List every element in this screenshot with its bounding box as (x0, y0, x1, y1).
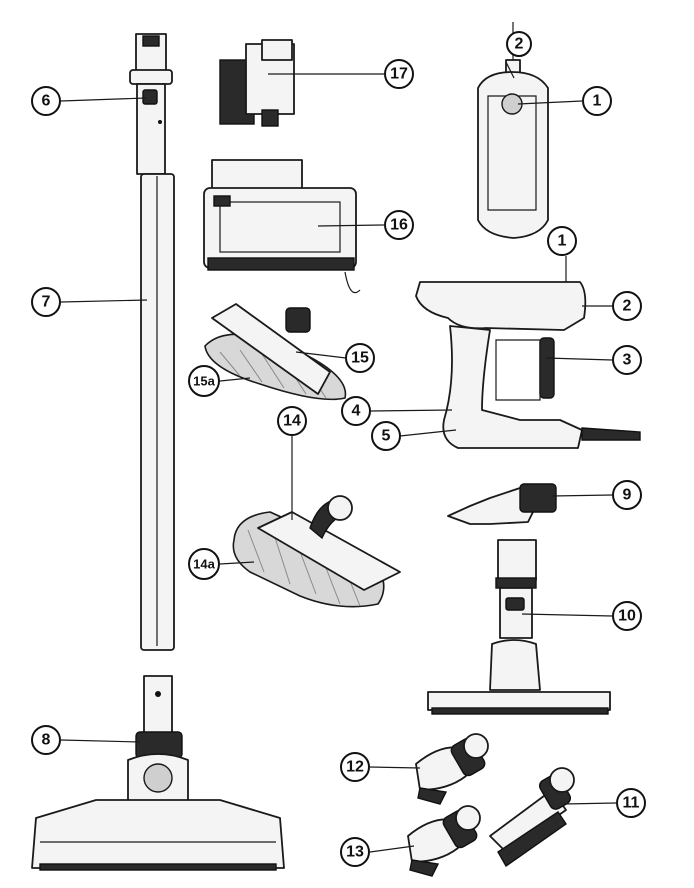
svg-text:11: 11 (623, 795, 640, 812)
svg-text:9: 9 (623, 487, 632, 504)
svg-text:14a: 14a (193, 557, 215, 572)
svg-text:5: 5 (382, 428, 391, 445)
svg-text:15a: 15a (193, 374, 215, 389)
round-brush-13 (407, 805, 481, 877)
svg-text:2: 2 (623, 298, 632, 315)
handheld-steamer (415, 281, 641, 449)
adapter-part (219, 39, 295, 127)
callout-11: 11 (616, 788, 646, 818)
leader-lines (60, 61, 617, 853)
callout-9: 9 (612, 480, 642, 510)
floor-brush (31, 675, 285, 871)
callout-8: 8 (31, 725, 61, 755)
callout-1-handle: 1 (547, 226, 577, 256)
svg-text:7: 7 (42, 294, 51, 311)
callout-1-remote: 1 (582, 86, 612, 116)
callout-12: 12 (340, 752, 370, 782)
callout-17: 17 (384, 59, 414, 89)
callout-15: 15 (345, 343, 375, 373)
callout-10: 10 (612, 601, 642, 631)
triangle-mop (204, 303, 347, 401)
wall-holder (203, 159, 361, 294)
svg-text:12: 12 (346, 759, 364, 776)
svg-text:6: 6 (42, 93, 51, 110)
svg-text:2: 2 (515, 36, 524, 53)
svg-text:15: 15 (351, 350, 369, 367)
svg-text:17: 17 (390, 66, 408, 83)
svg-text:1: 1 (593, 93, 602, 110)
svg-text:10: 10 (618, 608, 636, 625)
round-brush-12 (415, 733, 489, 805)
svg-text:3: 3 (623, 352, 632, 369)
callout-16: 16 (384, 210, 414, 240)
callout-2-remote: 2 (506, 31, 532, 57)
svg-text:1: 1 (558, 233, 567, 250)
callout-2-handle: 2 (612, 291, 642, 321)
callout-4: 4 (341, 396, 371, 426)
svg-text:13: 13 (346, 844, 364, 861)
callout-5: 5 (371, 421, 401, 451)
callout-14a: 14a (188, 548, 220, 580)
svg-text:14: 14 (283, 413, 301, 430)
remote-control (477, 22, 549, 239)
callout-3: 3 (612, 345, 642, 375)
flat-brush-11 (489, 767, 575, 868)
extension-tube (129, 33, 175, 651)
svg-text:16: 16 (390, 217, 408, 234)
callout-14: 14 (277, 406, 307, 436)
svg-text:4: 4 (352, 403, 361, 420)
svg-text:8: 8 (42, 732, 51, 749)
handheld-floor-brush (427, 539, 611, 715)
jet-nozzle (447, 483, 557, 525)
callout-7: 7 (31, 287, 61, 317)
callout-13: 13 (340, 837, 370, 867)
callout-15a: 15a (188, 365, 220, 397)
callout-6: 6 (31, 86, 61, 116)
rectangular-mop (232, 495, 401, 608)
